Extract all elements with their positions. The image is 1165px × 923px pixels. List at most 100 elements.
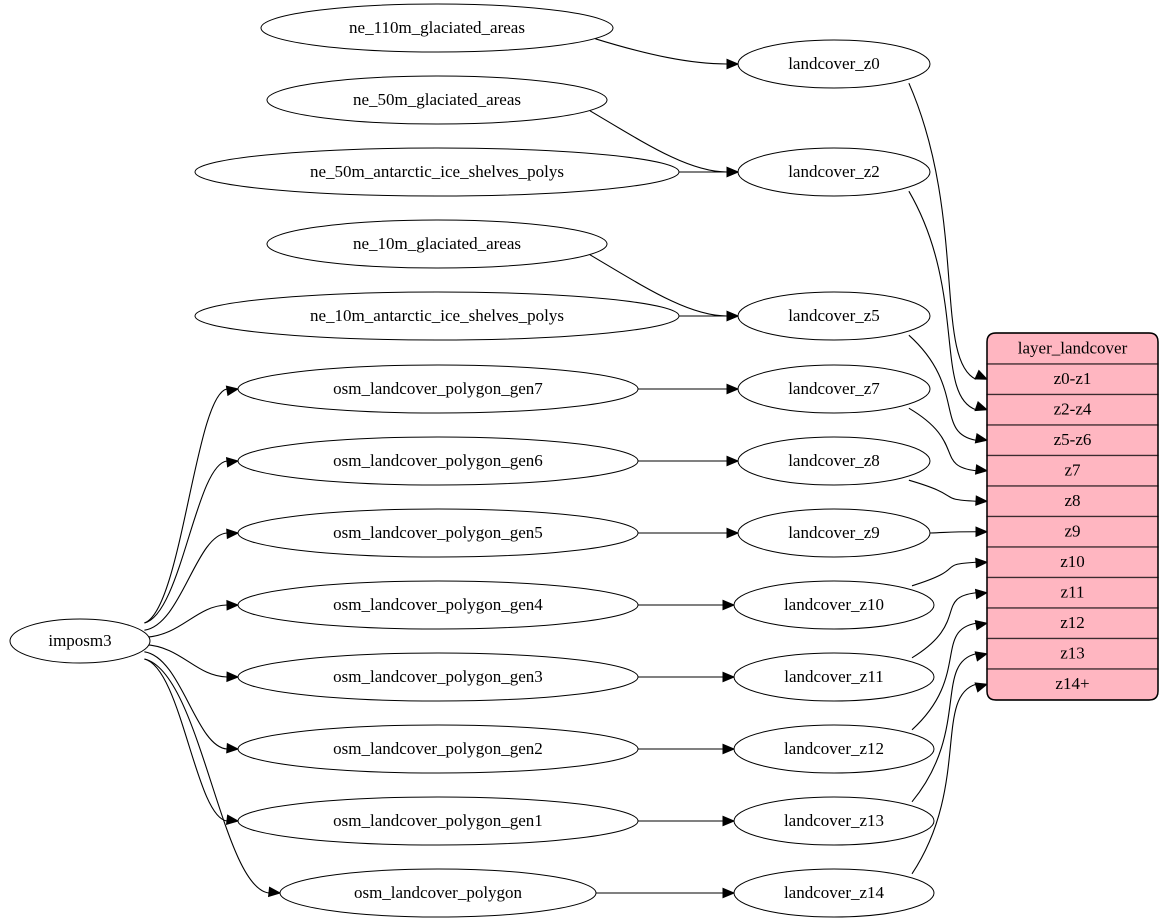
node-ellipse-osm-table — [237, 508, 639, 558]
node-label: landcover_z13 — [784, 811, 884, 830]
table-outer-border — [986, 332, 1159, 701]
table-row-label: z13 — [1060, 644, 1085, 663]
edge-arrowhead — [974, 620, 989, 631]
node-osm_landcover_polygon_gen3[interactable]: osm_landcover_polygon_gen3 — [237, 652, 639, 702]
table-row-label: z11 — [1061, 583, 1085, 602]
table-row-label: z5-z6 — [1054, 430, 1092, 449]
node-label: osm_landcover_polygon_gen3 — [333, 667, 543, 686]
node-ellipse-natural-earth — [266, 75, 608, 125]
node-osm_landcover_polygon_gen2[interactable]: osm_landcover_polygon_gen2 — [237, 724, 639, 774]
edge-arrowhead — [726, 527, 740, 539]
node-label: imposm3 — [48, 631, 111, 650]
node-landcover_z2[interactable]: landcover_z2 — [737, 147, 931, 197]
edge-arrowhead — [225, 814, 240, 826]
node-landcover_z14[interactable]: landcover_z14 — [733, 868, 935, 918]
node-label: landcover_z2 — [788, 162, 880, 181]
node-label: landcover_z0 — [788, 54, 880, 73]
node-landcover_z5[interactable]: landcover_z5 — [737, 291, 931, 341]
node-osm_landcover_polygon[interactable]: osm_landcover_polygon — [279, 868, 597, 918]
table-header-label: layer_landcover — [1018, 338, 1128, 357]
table-row-label: z10 — [1060, 552, 1085, 571]
node-ellipse-landcover-view — [733, 868, 935, 918]
edge-arrowhead — [726, 383, 740, 395]
table-row-label: z12 — [1060, 613, 1085, 632]
edge-imposm3-to-osm_landcover_polygon_gen5 — [144, 532, 228, 631]
edge-arrowhead — [974, 588, 989, 600]
edge-imposm3-to-osm_landcover_polygon_gen1 — [144, 658, 228, 822]
edge-arrowhead — [975, 495, 989, 506]
node-ellipse-landcover-view — [737, 436, 931, 486]
edge-arrowhead — [974, 464, 989, 475]
node-label: osm_landcover_polygon_gen5 — [333, 523, 543, 542]
edge-imposm3-to-osm_landcover_polygon — [144, 658, 270, 894]
edge-ne_10m_glaciated_areas-to-landcover_z5 — [589, 254, 728, 317]
node-landcover_z10[interactable]: landcover_z10 — [733, 580, 935, 630]
node-ne_50m_glaciated_areas[interactable]: ne_50m_glaciated_areas — [266, 75, 608, 125]
node-osm_landcover_polygon_gen4[interactable]: osm_landcover_polygon_gen4 — [237, 580, 639, 630]
layer-landcover-table[interactable]: layer_landcoverz0-z1z2-z4z5-z6z7z8z9z10z… — [986, 332, 1159, 701]
edge-arrowhead — [974, 682, 989, 693]
node-ne_10m_glaciated_areas[interactable]: ne_10m_glaciated_areas — [266, 219, 608, 269]
edge-landcover_z13-to-z13 — [911, 653, 977, 803]
node-osm_landcover_polygon_gen5[interactable]: osm_landcover_polygon_gen5 — [237, 508, 639, 558]
edge-imposm3-to-osm_landcover_polygon_gen7 — [144, 388, 228, 624]
node-label: osm_landcover_polygon_gen7 — [333, 379, 543, 398]
node-landcover_z9[interactable]: landcover_z9 — [737, 508, 931, 558]
node-label: ne_50m_glaciated_areas — [353, 90, 521, 109]
node-landcover_z8[interactable]: landcover_z8 — [737, 436, 931, 486]
node-ellipse-source — [9, 618, 151, 664]
edge-arrowhead — [975, 557, 989, 569]
edge-imposm3-to-osm_landcover_polygon_gen3 — [144, 644, 228, 678]
node-imposm3[interactable]: imposm3 — [9, 618, 151, 664]
node-osm_landcover_polygon_gen1[interactable]: osm_landcover_polygon_gen1 — [237, 796, 639, 846]
edge-landcover_z8-to-z8 — [908, 479, 977, 502]
edge-arrowhead — [726, 310, 740, 322]
edge-landcover_z14-to-z14+ — [911, 683, 977, 875]
node-label: landcover_z11 — [784, 667, 883, 686]
table-row-label: z2-z4 — [1054, 400, 1092, 419]
node-ellipse-landcover-view — [737, 508, 931, 558]
edge-arrowhead — [726, 455, 740, 467]
edge-arrowhead — [226, 671, 240, 683]
edge-arrowhead — [722, 815, 736, 827]
node-ellipse-osm-table — [237, 436, 639, 486]
node-ellipse-osm-table — [237, 652, 639, 702]
edge-landcover_z9-to-z9 — [929, 531, 977, 534]
node-ellipse-landcover-view — [737, 147, 931, 197]
edge-landcover_z11-to-z11 — [911, 592, 977, 659]
node-label: landcover_z7 — [788, 379, 880, 398]
node-landcover_z13[interactable]: landcover_z13 — [733, 796, 935, 846]
node-label: osm_landcover_polygon_gen6 — [333, 451, 543, 470]
node-ellipse-natural-earth — [260, 3, 614, 53]
edge-arrowhead — [722, 887, 736, 899]
node-ellipse-landcover-view — [733, 724, 935, 774]
edge-arrowhead — [974, 400, 989, 412]
edge-arrowhead — [226, 528, 240, 540]
node-ne_10m_antarctic_ice_shelves_polys[interactable]: ne_10m_antarctic_ice_shelves_polys — [194, 291, 680, 341]
node-label: landcover_z9 — [788, 523, 880, 542]
node-landcover_z0[interactable]: landcover_z0 — [737, 39, 931, 89]
node-ellipse-landcover-view — [737, 364, 931, 414]
node-osm_landcover_polygon_gen6[interactable]: osm_landcover_polygon_gen6 — [237, 436, 639, 486]
edge-arrowhead — [267, 886, 282, 898]
node-label: ne_110m_glaciated_areas — [349, 18, 525, 37]
node-ne_50m_antarctic_ice_shelves_polys[interactable]: ne_50m_antarctic_ice_shelves_polys — [194, 147, 680, 197]
table-row-label: z0-z1 — [1054, 369, 1092, 388]
node-ellipse-landcover-view — [733, 580, 935, 630]
node-ellipse-natural-earth — [266, 219, 608, 269]
edge-imposm3-to-osm_landcover_polygon_gen4 — [144, 604, 228, 638]
node-landcover_z7[interactable]: landcover_z7 — [737, 364, 931, 414]
node-ellipse-landcover-view — [737, 291, 931, 341]
node-ellipse-osm-table — [237, 364, 639, 414]
node-osm_landcover_polygon_gen7[interactable]: osm_landcover_polygon_gen7 — [237, 364, 639, 414]
node-ne_110m_glaciated_areas[interactable]: ne_110m_glaciated_areas — [260, 3, 614, 53]
node-landcover_z12[interactable]: landcover_z12 — [733, 724, 935, 774]
edge-arrowhead — [722, 599, 736, 611]
edge-arrowhead — [974, 432, 989, 444]
edge-arrowhead — [726, 166, 740, 178]
edge-arrowhead — [974, 651, 989, 662]
node-ellipse-osm-table — [279, 868, 597, 918]
node-landcover_z11[interactable]: landcover_z11 — [733, 652, 935, 702]
table-row-label: z8 — [1064, 491, 1080, 510]
